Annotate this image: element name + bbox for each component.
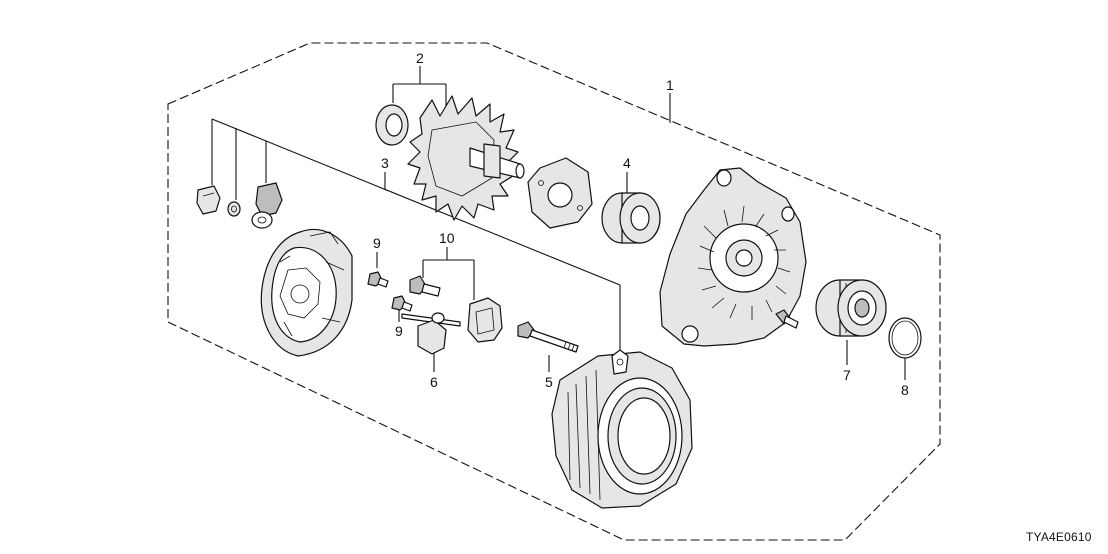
callout-10: 10 (439, 230, 455, 246)
callout-9-upper: 9 (373, 235, 381, 251)
assembly-boundary (167, 42, 941, 541)
housing-bolt-part (775, 309, 799, 329)
rotor-part (375, 95, 525, 221)
callout-1: 1 (666, 77, 674, 93)
callout-7: 7 (843, 367, 851, 383)
leader-lines (211, 66, 906, 380)
through-bolt-part (517, 321, 579, 353)
stator-part (551, 349, 693, 509)
front-housing-part (659, 167, 807, 347)
callout-5: 5 (545, 374, 553, 390)
bearing-part (601, 192, 661, 244)
o-ring-part (888, 317, 922, 359)
diagram-code: TYA4E0610 (1026, 530, 1092, 544)
brush-holder-part (401, 275, 503, 343)
pulley-part (815, 279, 887, 337)
rear-cover-part (260, 228, 353, 357)
spacer-plate-part (527, 157, 593, 229)
callout-6: 6 (430, 374, 438, 390)
washer-part (227, 201, 241, 217)
terminal-part (417, 312, 447, 355)
terminal-cover-part (196, 185, 221, 215)
callout-4: 4 (623, 155, 631, 171)
terminal-boot-part (251, 182, 283, 229)
callout-labels: 1 2 3 4 5 6 7 8 9 9 10 (373, 50, 909, 398)
screw-upper-part (367, 271, 389, 288)
callout-8: 8 (901, 382, 909, 398)
callout-2: 2 (416, 50, 424, 66)
callout-3: 3 (381, 155, 389, 171)
screw-lower-part (391, 295, 413, 312)
callout-9-lower: 9 (395, 323, 403, 339)
